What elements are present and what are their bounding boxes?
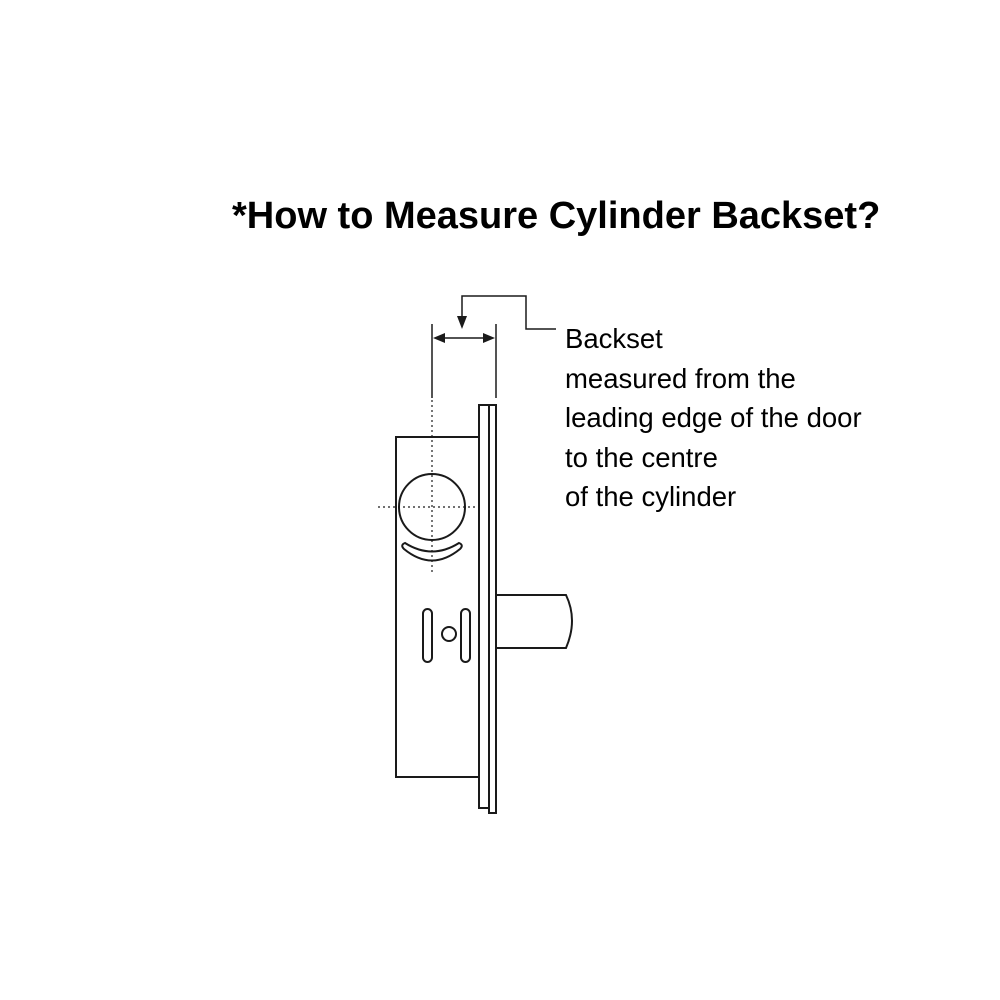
caption-line: to the centre bbox=[565, 441, 718, 473]
left-slot bbox=[422, 608, 433, 663]
screw-hole-icon bbox=[441, 626, 457, 642]
page-title: *How to Measure Cylinder Backset? bbox=[232, 195, 881, 237]
caption-line: leading edge of the door bbox=[565, 402, 862, 433]
latch-bolt bbox=[496, 594, 573, 649]
dimension-arrow-right bbox=[483, 333, 495, 343]
key-slot-icon bbox=[401, 541, 463, 562]
right-slot bbox=[460, 608, 471, 663]
faceplate-front bbox=[488, 404, 497, 814]
caption-line: of the cylinder bbox=[565, 481, 737, 512]
backset-caption: Backset measured from the leading edge o… bbox=[565, 319, 862, 517]
caption-line: measured from the bbox=[565, 362, 796, 394]
lock-case bbox=[395, 436, 480, 778]
faceplate bbox=[478, 404, 490, 809]
caption-line: Backset bbox=[565, 323, 663, 354]
leader-arrow-down bbox=[457, 316, 467, 329]
leader-line bbox=[461, 295, 556, 330]
dimension-arrow-left bbox=[433, 333, 445, 343]
